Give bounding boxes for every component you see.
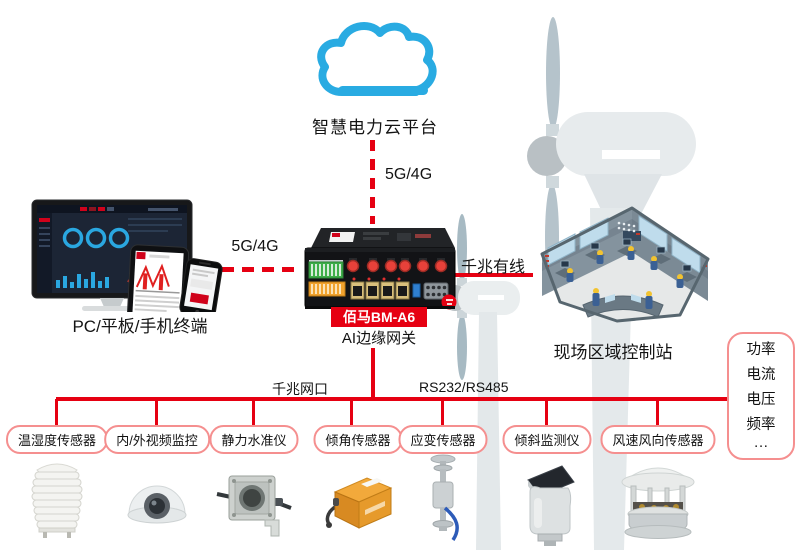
wind-direction-sensor-icon xyxy=(621,467,695,539)
metric-item: 电流 xyxy=(746,367,776,383)
sensor-bus-line xyxy=(56,397,730,401)
sensor-pill: 温湿度传感器 xyxy=(5,425,109,454)
power-metrics-box: 功率 电流 电压 频率 ··· xyxy=(727,332,795,460)
station-label: 现场区域控制站 xyxy=(553,343,673,362)
sensor-pill: 倾角传感器 xyxy=(313,425,403,454)
bus-drop-line xyxy=(252,399,255,427)
workstation xyxy=(555,260,575,282)
bus-drop-line xyxy=(350,399,353,427)
link-cloud-gateway-line xyxy=(370,140,375,224)
bus-drop-line xyxy=(55,399,58,427)
sensor-pill: 静力水准仪 xyxy=(209,425,299,454)
temperature-humidity-sensor-icon xyxy=(31,463,83,538)
metric-item: 频率 xyxy=(746,417,776,433)
link-gateway-station-line xyxy=(455,273,533,277)
metric-item: ··· xyxy=(753,438,769,454)
antenna-connectors xyxy=(346,258,448,273)
link-label-terminals-gateway: 5G/4G xyxy=(231,238,279,255)
bus-drop-line xyxy=(656,399,659,427)
gateway-label: AI边缘网关 xyxy=(341,330,417,347)
link-terminals-gateway-line xyxy=(202,267,299,272)
bus-drop-line xyxy=(155,399,158,427)
sensor-pill: 内/外视频监控 xyxy=(104,425,210,454)
dome-camera-icon xyxy=(127,485,187,524)
serial-bus-label: RS232/RS485 xyxy=(419,379,509,395)
control-station-illustration xyxy=(540,206,710,323)
lan-bus-label: 千兆网口 xyxy=(272,381,328,397)
workstation xyxy=(617,238,637,260)
workstation xyxy=(650,246,671,270)
bus-drop-line xyxy=(545,399,548,427)
tilt-sensor-icon xyxy=(325,477,393,529)
cloud-label: 智慧电力云平台 xyxy=(312,118,438,137)
workstation xyxy=(585,242,605,264)
link-label-cloud-gateway: 5G/4G xyxy=(385,166,433,183)
sensor-pill: 应变传感器 xyxy=(398,425,488,454)
inclination-monitor-icon xyxy=(527,465,575,546)
bus-drop-line xyxy=(441,399,444,427)
link-label-gateway-station: 千兆有线 xyxy=(460,259,525,276)
strain-sensor-icon xyxy=(430,454,459,541)
ethernet-ports xyxy=(350,277,410,300)
metric-item: 功率 xyxy=(746,342,776,358)
hydrostatic-level-icon xyxy=(216,475,292,537)
workstation xyxy=(676,264,697,288)
edge-gateway-device xyxy=(304,228,457,310)
terminals-label: PC/平板/手机终端 xyxy=(72,317,208,336)
sensor-pill: 风速风向传感器 xyxy=(600,425,716,454)
metric-item: 电压 xyxy=(746,392,776,408)
gateway-bus-feed-line xyxy=(371,348,375,399)
sensor-pill: 倾斜监测仪 xyxy=(502,425,592,454)
cloud-icon xyxy=(317,21,437,96)
gateway-model-badge: 佰马BM-A6 xyxy=(331,307,427,327)
terminals-illustration xyxy=(31,199,223,312)
